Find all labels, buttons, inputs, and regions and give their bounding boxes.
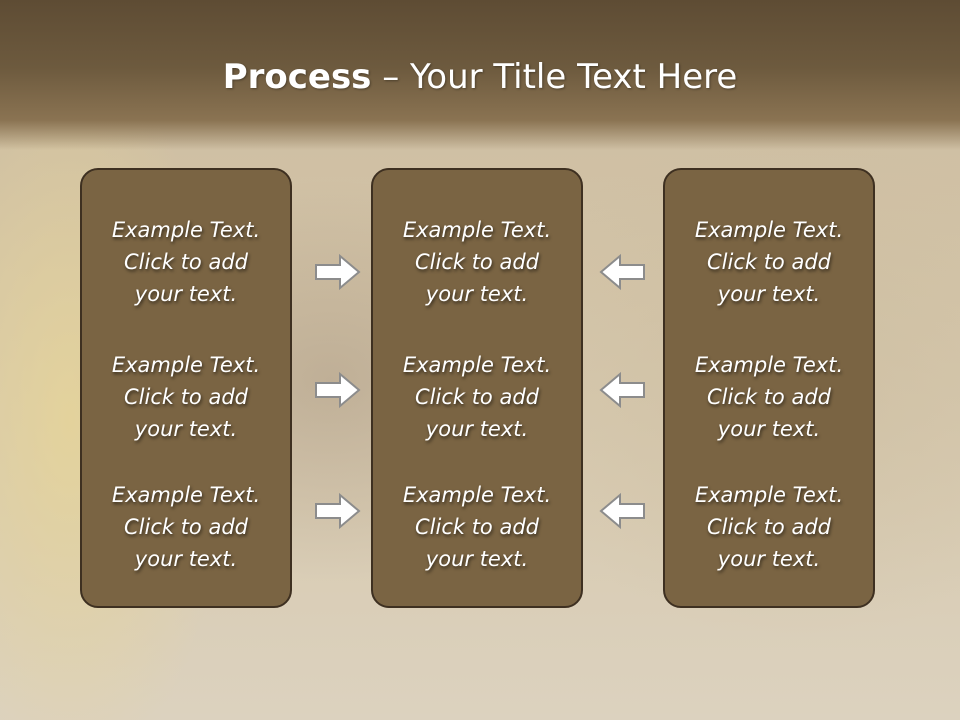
left-arrow-icon[interactable] <box>598 371 646 409</box>
text-line: Example Text. <box>694 218 844 242</box>
text-line: Example Text. <box>111 353 261 377</box>
text-placeholder[interactable]: Example Text. Click to add your text. <box>373 349 581 445</box>
left-arrow-icon[interactable] <box>598 492 646 530</box>
text-line: Click to add <box>414 385 539 409</box>
text-line: Example Text. <box>111 218 261 242</box>
text-placeholder[interactable]: Example Text. Click to add your text. <box>665 479 873 575</box>
text-line: your text. <box>134 282 238 306</box>
text-placeholder[interactable]: Example Text. Click to add your text. <box>665 214 873 310</box>
right-arrow-icon[interactable] <box>314 253 362 291</box>
text-placeholder[interactable]: Example Text. Click to add your text. <box>82 214 290 310</box>
text-line: Example Text. <box>402 483 552 507</box>
text-line: Example Text. <box>694 353 844 377</box>
text-placeholder[interactable]: Example Text. Click to add your text. <box>665 349 873 445</box>
text-line: Click to add <box>123 250 248 274</box>
text-placeholder[interactable]: Example Text. Click to add your text. <box>82 479 290 575</box>
text-line: your text. <box>717 282 821 306</box>
text-line: your text. <box>717 547 821 571</box>
text-line: Click to add <box>706 515 831 539</box>
text-line: your text. <box>717 417 821 441</box>
left-arrow-icon[interactable] <box>598 253 646 291</box>
text-line: your text. <box>425 282 529 306</box>
process-box-right[interactable]: Example Text. Click to add your text. Ex… <box>663 168 875 608</box>
text-line: Example Text. <box>402 353 552 377</box>
text-line: your text. <box>134 417 238 441</box>
text-line: Click to add <box>706 250 831 274</box>
text-line: your text. <box>134 547 238 571</box>
title-banner <box>0 0 960 150</box>
process-box-left[interactable]: Example Text. Click to add your text. Ex… <box>80 168 292 608</box>
text-placeholder[interactable]: Example Text. Click to add your text. <box>373 214 581 310</box>
right-arrow-icon[interactable] <box>314 492 362 530</box>
text-placeholder[interactable]: Example Text. Click to add your text. <box>373 479 581 575</box>
right-arrow-icon[interactable] <box>314 371 362 409</box>
title-bold: Process <box>222 57 372 97</box>
text-line: Click to add <box>706 385 831 409</box>
text-line: Click to add <box>414 250 539 274</box>
slide-title[interactable]: Process – Your Title Text Here <box>0 52 960 102</box>
title-rest: – Your Title Text Here <box>371 57 738 97</box>
text-line: Example Text. <box>111 483 261 507</box>
text-line: Click to add <box>123 515 248 539</box>
text-line: your text. <box>425 547 529 571</box>
text-placeholder[interactable]: Example Text. Click to add your text. <box>82 349 290 445</box>
text-line: Example Text. <box>694 483 844 507</box>
text-line: your text. <box>425 417 529 441</box>
text-line: Click to add <box>414 515 539 539</box>
process-box-center[interactable]: Example Text. Click to add your text. Ex… <box>371 168 583 608</box>
text-line: Click to add <box>123 385 248 409</box>
text-line: Example Text. <box>402 218 552 242</box>
